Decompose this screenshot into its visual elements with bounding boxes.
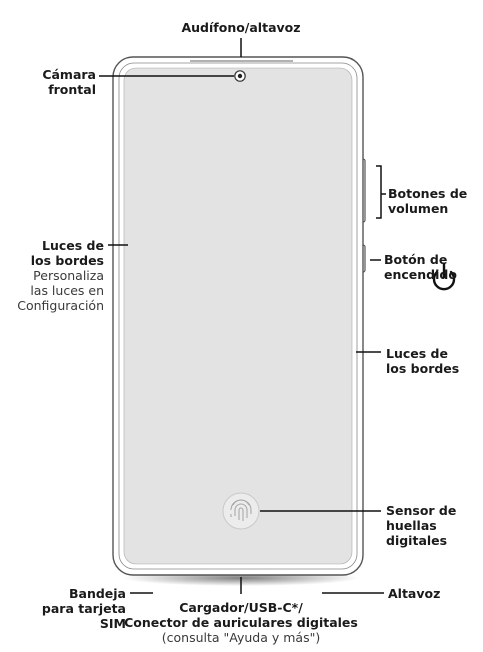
earpiece-label: Audífono/altavoz: [181, 20, 301, 35]
volume-buttons-label: Botones de volumen: [388, 186, 468, 216]
speaker-label: Altavoz: [388, 586, 441, 601]
fingerprint-label: Sensor de huellas digitales: [386, 503, 457, 548]
edge-lights-right-label: Luces de los bordes: [386, 346, 460, 376]
charger-note: (consulta "Ayuda y más"): [161, 630, 321, 645]
phone-screen: [123, 67, 353, 565]
edge-lights-note: Personaliza: [33, 268, 104, 283]
fingerprint-icon: [222, 492, 260, 530]
power-button-label: Botón de encendido: [384, 252, 457, 282]
leader-lines: [99, 38, 386, 594]
power-icon: [432, 262, 456, 291]
charger-label: Cargador/USB-C*/ Conector de auriculares…: [116, 600, 366, 645]
phone-inner-frame: [118, 62, 358, 570]
front-camera-label: Cámara frontal: [42, 67, 96, 97]
leader-volume: [376, 165, 386, 219]
edge-lights-left-label: Luces de los bordes Personaliza las luce…: [4, 238, 104, 313]
camera-icon: [234, 70, 246, 82]
sim-tray-label: Bandeja para tarjeta SIM: [41, 586, 126, 631]
